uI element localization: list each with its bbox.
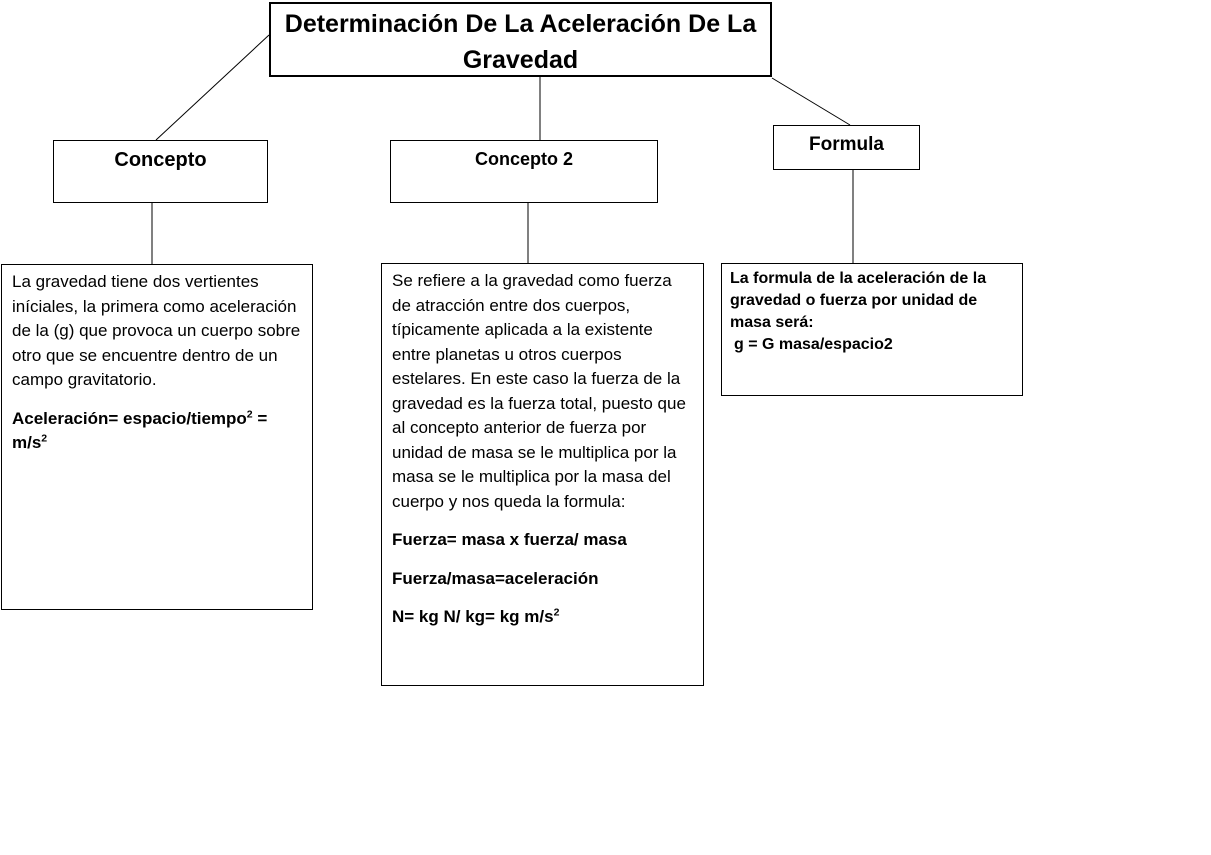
concepto2-body-text: Se refiere a la gravedad como fuerza de …	[392, 271, 686, 511]
node-formula-label: Formula	[809, 134, 884, 155]
node-concepto-label: Concepto	[114, 149, 207, 171]
node-concepto2-label: Concepto 2	[474, 149, 573, 169]
concepto2-formula1-text: Fuerza= masa x fuerza/ masa	[392, 530, 627, 549]
concepto-formula-sup2: 2	[41, 432, 48, 445]
concepto2-formula3-part: N= kg N/ kg= kg m/s	[392, 607, 554, 626]
content-concepto: La gravedad tiene dos vertientes inícial…	[1, 264, 313, 610]
concepto-body-text: La gravedad tiene dos vertientes inícial…	[12, 272, 301, 389]
formula-body-text: La formula de la aceleración de la grave…	[730, 270, 987, 331]
node-concepto: Concepto	[53, 140, 268, 203]
concepto2-formula3-sup: 2	[553, 606, 560, 619]
concepto2-formula3-text: N= kg N/ kg= kg m/s2	[392, 605, 693, 630]
concepto-formula-text: Aceleración= espacio/tiempo2 = m/s2	[12, 407, 302, 456]
content-concepto2: Se refiere a la gravedad como fuerza de …	[381, 263, 704, 686]
concepto2-formula2-text: Fuerza/masa=aceleración	[392, 568, 599, 588]
content-formula: La formula de la aceleración de la grave…	[721, 263, 1023, 396]
connector-title-to-formula	[771, 77, 851, 126]
formula-equation-text: g = G masa/espacio2	[734, 336, 893, 353]
concepto-formula-part2: = m/s	[12, 408, 268, 453]
node-concepto2: Concepto 2	[390, 140, 658, 203]
concepto-formula-sup1: 2	[246, 407, 253, 420]
connector-title-to-concepto	[155, 34, 270, 141]
node-formula: Formula	[773, 125, 920, 170]
concepto-formula-part1: Aceleración= espacio/tiempo	[12, 408, 247, 428]
title-text: Determinación De La Aceleración De La Gr…	[284, 10, 757, 74]
title-node: Determinación De La Aceleración De La Gr…	[269, 2, 772, 77]
